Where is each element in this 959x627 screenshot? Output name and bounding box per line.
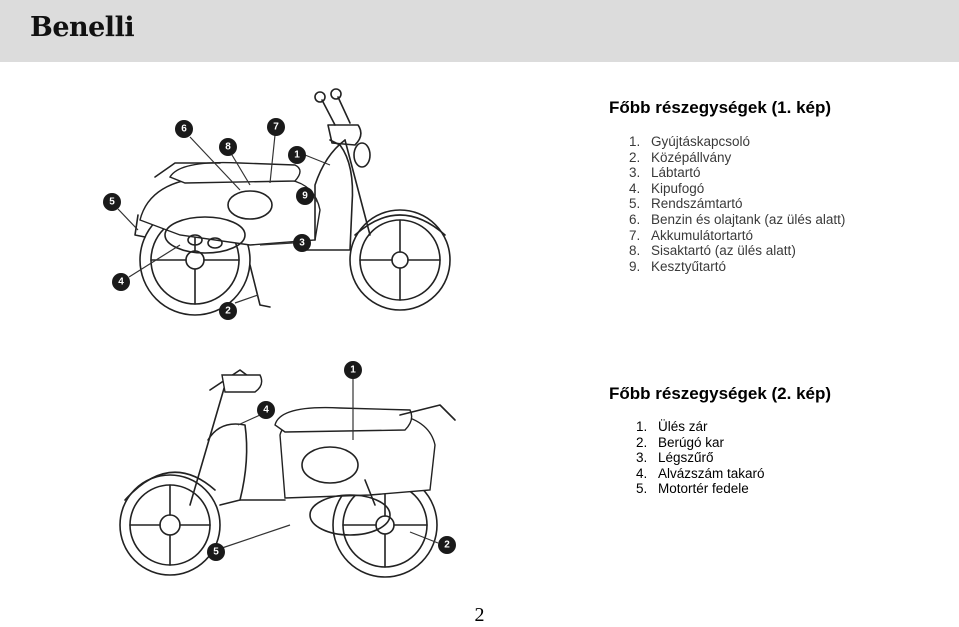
svg-text:4: 4 (263, 405, 269, 416)
svg-text:2: 2 (444, 540, 450, 551)
list-item: 8. Sisaktartó (az ülés alatt) (629, 243, 845, 259)
list-item: 3. Lábtartó (629, 165, 845, 181)
parts-list-1: 1. Gyújtáskapcsoló 2. Középállvány 3. Lábtart… (629, 134, 845, 274)
callout-3: 3 (259, 234, 311, 252)
list-item: 4. Alvázszám takaró (636, 466, 765, 482)
list-item-label: Légszűrő (658, 450, 714, 466)
list-item-number: 5. (629, 196, 641, 212)
list-item-number: 4. (629, 180, 641, 196)
list-item-number: 4. (636, 465, 648, 481)
list-item: 9. Kesztyűtartó (629, 259, 845, 275)
callout-8: 8 (219, 138, 251, 186)
svg-text:3: 3 (299, 238, 305, 249)
list-item-label: Kesztyűtartó (651, 258, 727, 274)
callout-4: 4 (112, 244, 181, 291)
list-item-label: Rendszámtartó (651, 196, 743, 212)
list-item-number: 1. (636, 419, 648, 434)
callout-5: 5 (207, 524, 291, 561)
list-item-number: 5. (636, 481, 648, 497)
list-item-number: 1. (629, 134, 641, 149)
list-item: 2. Középállvány (629, 150, 845, 166)
scooter-diagram-1: 1 2 3 4 5 6 7 8 9 (103, 88, 451, 320)
svg-text:5: 5 (213, 547, 219, 558)
list-item: 1. Gyújtáskapcsoló (629, 134, 845, 150)
svg-text:4: 4 (118, 277, 124, 288)
list-item-number: 6. (629, 211, 641, 227)
callout-2: 2 (409, 531, 456, 554)
page-header: Benelli (0, 0, 959, 62)
section2-title: Főbb részegységek (2. kép) (609, 384, 832, 403)
callout-4: 4 (237, 401, 275, 426)
list-item-label: Sisaktartó (az ülés alatt) (651, 243, 796, 259)
callout-6: 6 (175, 120, 241, 191)
callout-1: 1 (288, 146, 331, 166)
list-item-label: Berúgó kar (658, 434, 725, 450)
svg-text:8: 8 (225, 142, 231, 153)
list-item-label: Gyújtáskapcsoló (651, 134, 751, 149)
list-item: 3. Légszűrő (636, 450, 765, 466)
callout-7: 7 (267, 118, 285, 184)
section1-title: Főbb részegységek (1. kép) (609, 98, 832, 117)
list-item: 2. Berúgó kar (636, 435, 765, 451)
list-item: 7. Akkumulátortartó (629, 228, 845, 244)
callout-1: 1 (344, 361, 362, 440)
svg-text:6: 6 (181, 124, 187, 135)
page-number: 2 (474, 604, 485, 626)
list-item-label: Lábtartó (651, 165, 701, 181)
list-item-label: Középállvány (651, 149, 732, 165)
svg-text:2: 2 (225, 306, 231, 317)
list-item-label: Motortér fedele (658, 481, 749, 497)
list-item-label: Alvázszám takaró (658, 465, 765, 481)
svg-text:7: 7 (273, 122, 279, 133)
list-item-number: 2. (629, 149, 641, 165)
list-item-number: 9. (629, 258, 641, 274)
scooter-diagram-2: 1 2 4 5 (119, 361, 456, 578)
svg-text:1: 1 (294, 150, 300, 161)
list-item-label: Kipufogó (651, 180, 705, 196)
list-item: 1. Ülés zár (636, 419, 765, 435)
list-item-label: Benzin és olajtank (az ülés alatt) (651, 211, 846, 227)
list-item-label: Ülés zár (658, 419, 708, 434)
list-item-number: 2. (636, 434, 648, 450)
svg-text:9: 9 (302, 191, 308, 202)
list-item: 5. Rendszámtartó (629, 196, 845, 212)
list-item-number: 8. (629, 243, 641, 259)
list-item-label: Akkumulátortartó (651, 227, 754, 243)
list-item: 5. Motortér fedele (636, 481, 765, 497)
list-item-number: 3. (636, 450, 648, 466)
benelli-logo: Benelli (30, 12, 135, 43)
list-item-number: 7. (629, 227, 641, 243)
callout-2: 2 (219, 294, 259, 320)
list-item: 6. Benzin és olajtank (az ülés alatt) (629, 212, 845, 228)
svg-text:5: 5 (109, 197, 115, 208)
callout-5: 5 (103, 193, 139, 231)
parts-list-2: 1. Ülés zár 2. Berúgó kar 3. Légszűrő 4. Alvázs… (636, 419, 765, 497)
list-item: 4. Kipufogó (629, 181, 845, 197)
list-item-number: 3. (629, 165, 641, 181)
svg-text:1: 1 (350, 365, 356, 376)
callout-9: 9 (296, 187, 319, 205)
